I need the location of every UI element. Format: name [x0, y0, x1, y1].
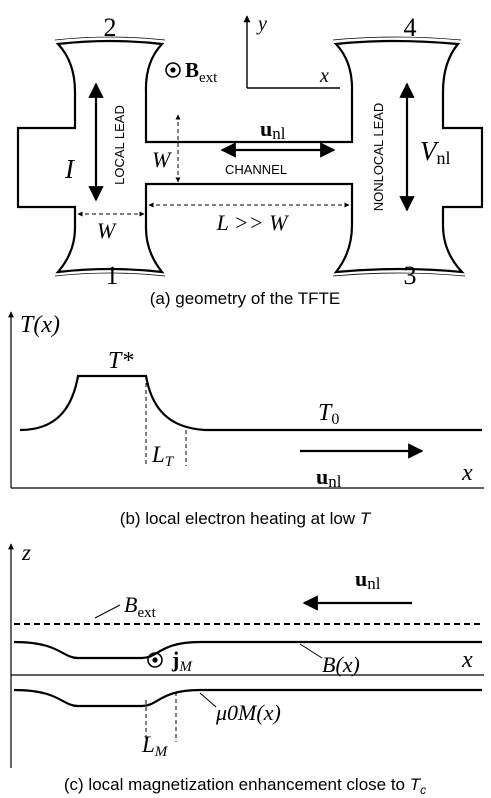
width-label: W — [152, 147, 172, 172]
t0-label: T0 — [318, 400, 339, 428]
terminal-2: 2 — [104, 13, 117, 42]
bext-dot-icon — [165, 62, 181, 78]
panel-c: z x Bext unl B(x) jM μ0M(x) LM (c) local… — [8, 540, 484, 797]
panel-b: T(x) T* LT T0 unl x (b) local electron h… — [8, 311, 484, 528]
b-curve — [13, 640, 482, 660]
contact-edge-1 — [54, 272, 166, 277]
contact-edge-4 — [332, 36, 462, 41]
terminal-1: 1 — [106, 261, 119, 290]
lm-label: LM — [141, 732, 169, 760]
z-axis-label: z — [21, 540, 31, 565]
lead-width-label: W — [97, 218, 117, 243]
x-axis-label: x — [319, 65, 329, 87]
contact-edge-2 — [54, 36, 166, 41]
jm-dot-icon — [147, 652, 163, 668]
b-leader — [299, 643, 323, 659]
y-axis-label: y — [256, 13, 267, 35]
caption-c: (c) local magnetization enhancement clos… — [64, 775, 426, 797]
contact-edge-3 — [332, 272, 466, 277]
bext-leader — [94, 604, 121, 619]
t-of-x-label: T(x) — [20, 312, 60, 338]
m-curve — [13, 688, 482, 708]
length-label: L >> W — [216, 210, 290, 235]
device-outline — [16, 39, 484, 274]
mu-m-label: μ0M(x) — [215, 700, 281, 725]
current-label: I — [64, 154, 76, 184]
unl-label-c: unl — [355, 566, 381, 593]
m-leader — [199, 692, 217, 708]
bext-label: Bext — [185, 58, 218, 86]
terminal-4: 4 — [404, 13, 417, 42]
x-label-b: x — [461, 460, 473, 486]
vnl-label: Vnl — [420, 136, 451, 168]
t-star-label: T* — [108, 348, 133, 374]
nonlocal-lead-label: NONLOCAL LEAD — [371, 103, 386, 212]
x-label-c: x — [461, 647, 473, 673]
b-of-x-label: B(x) — [322, 652, 360, 677]
temperature-curve — [19, 374, 482, 432]
channel-label: CHANNEL — [225, 162, 287, 177]
unl-label-b: unl — [316, 464, 342, 491]
caption-b: (b) local electron heating at low T — [120, 509, 372, 528]
local-lead-label: LOCAL LEAD — [112, 105, 127, 185]
panel-a: 2 4 1 3 y x Bext I LOCAL LEAD W unl CHAN… — [16, 13, 484, 308]
terminal-3: 3 — [404, 261, 417, 290]
unl-label-a: unl — [260, 116, 286, 143]
jm-label: jM — [171, 647, 193, 675]
lt-label: LT — [151, 442, 175, 470]
bext-label-c: Bext — [124, 592, 157, 621]
caption-a: (a) geometry of the TFTE — [150, 289, 341, 308]
